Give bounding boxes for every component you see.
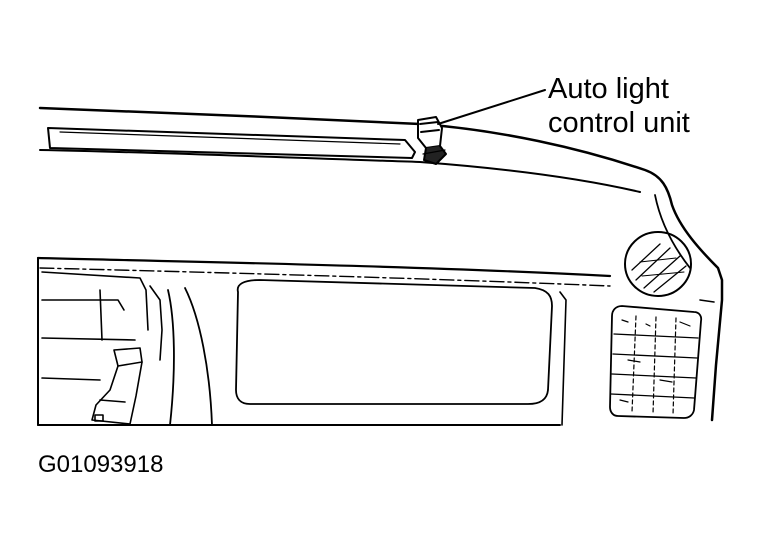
panel-right-edge [699, 299, 715, 303]
dash-top-edge [38, 106, 724, 422]
switch-panel [609, 305, 703, 419]
panel-top-rail-2 [39, 267, 611, 287]
center-panel-outer-right [559, 291, 567, 426]
dash-upper-contour [39, 149, 641, 193]
auto-light-sensor [417, 116, 447, 165]
console-curve-left [167, 289, 175, 426]
callout-leader [437, 89, 546, 125]
defroster-vent [47, 127, 416, 159]
console-curve-right [184, 287, 213, 426]
defroster-vent-inner [59, 131, 401, 145]
dash-side-curve [654, 194, 691, 269]
callout-label-line-1: Auto light [548, 73, 669, 105]
panel-top-rail-1 [36, 256, 612, 278]
callout-label-line-2: control unit [548, 107, 690, 139]
side-vent [624, 231, 692, 297]
steering-column-area [41, 271, 163, 425]
figure-id: G01093918 [38, 451, 164, 478]
center-panel [235, 279, 553, 405]
